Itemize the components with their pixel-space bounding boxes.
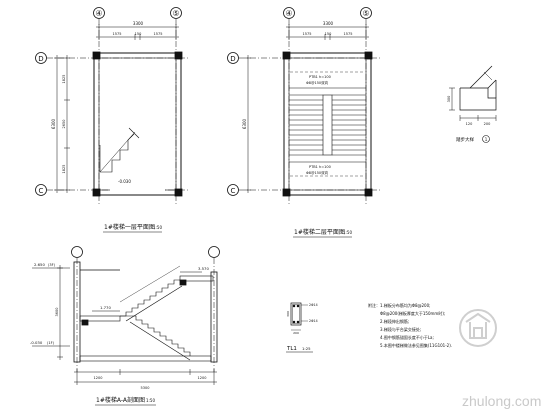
section-dim-w1: 1200 [94, 376, 103, 380]
note-line-3: 2.梯段伸出钢筋; [380, 318, 409, 324]
axis-bubble-5b [360, 7, 372, 19]
detail-dim-h: 300 [447, 96, 451, 103]
dim-top-seg2-b: 150 [325, 32, 332, 36]
detail-dim-w2: 200 [484, 122, 491, 126]
axis-label-4b: ④ [285, 9, 292, 18]
dim-left-total: 6300 [51, 118, 56, 129]
watermark-logo-icon [459, 309, 497, 347]
section-aa-text: 2.650 (3F) -0.030 (1F) 1.770 3.570 3600 … [30, 262, 209, 406]
axis-bubble-5 [170, 7, 182, 19]
axis-label-4: ④ [95, 9, 102, 18]
detail-title: 踏步大样 [456, 136, 474, 143]
beam-dim-w: 200 [293, 331, 299, 335]
note-line-5: 4.图中钢筋锚固长度不小于La; [380, 334, 434, 340]
dim-top-total-b: 3300 [323, 21, 334, 26]
treads-right [332, 94, 366, 156]
elev-plan1: -0.030 [118, 179, 131, 184]
dim-top-total: 3300 [133, 21, 144, 26]
plan2-scale: 1:50 [343, 230, 352, 235]
plan-1-text: ④ ⑤ D C 3300 1575 150 1575 6300 1825 265… [38, 9, 180, 233]
ptb-top: PTB1 h=100 [309, 75, 331, 79]
beam-tl1-text: 2Φ14 2Φ14 200 300 TL1 1:25 [286, 303, 318, 353]
axis-label-5: ⑤ [172, 9, 179, 18]
section-axis-bubble [71, 246, 83, 258]
ptb-bottom-rebar: Φ8@150双向 [306, 170, 329, 175]
axis-bubble-d [35, 52, 47, 64]
section-title: 1#楼梯A-A剖面图 [96, 396, 145, 404]
dim-top-seg2: 150 [135, 32, 142, 36]
step-detail [449, 65, 497, 143]
axis-label-5b: ⑤ [362, 9, 369, 18]
note-line-2: Φ8@200(梯板厚度大于150mm时); [380, 310, 445, 316]
dim-left-total-b: 6300 [242, 118, 247, 129]
dim-left-seg2: 2650 [62, 120, 66, 129]
elev-top: 2.650 [34, 262, 45, 267]
elev-bottom: -0.030 [30, 340, 43, 345]
beam-bottom-bar: 2Φ14 [309, 319, 318, 323]
detail-dim-w1: 120 [466, 122, 473, 126]
axis-bubble-4b [283, 7, 295, 19]
watermark-text: zhulong.com [462, 393, 541, 409]
ptb-bottom: PTB1 h=100 [309, 165, 331, 169]
axis-label-db: D [230, 55, 235, 63]
note-line-6: 5.本图中楼梯做法参见图集(11G101-2). [380, 342, 452, 348]
axis-bubble-c [35, 184, 47, 196]
axis-label-cb: C [231, 187, 236, 195]
step-detail-text: 300 120 200 踏步大样 1 [447, 96, 490, 143]
plan-1 [35, 7, 190, 205]
elev-top-tag: (3F) [48, 263, 56, 267]
axis-bubble-4 [93, 7, 105, 19]
detail-number: 1 [485, 137, 488, 142]
beam-top-bar: 2Φ14 [309, 303, 318, 307]
axis-label-d: D [38, 55, 43, 63]
section-dim-w: 5300 [141, 386, 150, 390]
plan1-scale: 1:50 [153, 225, 162, 230]
dim-left-seg1: 1825 [62, 75, 66, 84]
section-axis-bubble-b [208, 246, 220, 258]
ptb-top-rebar: Φ8@150双向 [306, 80, 329, 85]
beam-title: TL1 [286, 346, 297, 352]
section-aa [32, 246, 220, 385]
section-scale: 1:50 [146, 398, 155, 403]
beam-dim-h: 300 [286, 311, 290, 317]
plan2-title: 1#楼梯二层平面图 [294, 228, 345, 236]
dim-left-seg3: 1825 [62, 165, 66, 174]
axis-label-c: C [39, 187, 44, 195]
note-line-4: 3.梯段与平台梁交接处; [380, 326, 421, 332]
plan-2 [227, 7, 380, 205]
plan1-title: 1#楼梯一层平面图 [104, 223, 155, 231]
dim-top-seg1-b: 1575 [303, 32, 312, 36]
section-dim-w2: 1200 [198, 376, 207, 380]
axis-bubble-cb [227, 184, 239, 196]
treads-left [289, 94, 323, 156]
plan-2-text: ④ ⑤ D C 3300 1575 150 1575 6300 PTB1 h=1… [230, 9, 370, 238]
axis-bubble-db [227, 52, 239, 64]
elev-mid: 1.770 [100, 305, 111, 310]
section-dim-h: 3600 [55, 308, 59, 317]
beam-scale: 1:25 [302, 346, 311, 351]
dim-top-seg3: 1575 [154, 32, 163, 36]
elev-upper: 3.570 [198, 266, 209, 271]
notes-block: 附注：1.梯板分布筋均为Φ8@200; Φ8@200(梯板厚度大于150mm时)… [368, 302, 452, 348]
elev-bottom-tag: (1F) [47, 341, 55, 345]
dim-top-seg1: 1575 [113, 32, 122, 36]
beam-tl1 [290, 302, 308, 331]
watermark: zhulong.com [459, 309, 541, 409]
dim-top-seg3-b: 1575 [344, 32, 353, 36]
note-line-1: 附注：1.梯板分布筋均为Φ8@200; [368, 302, 431, 308]
